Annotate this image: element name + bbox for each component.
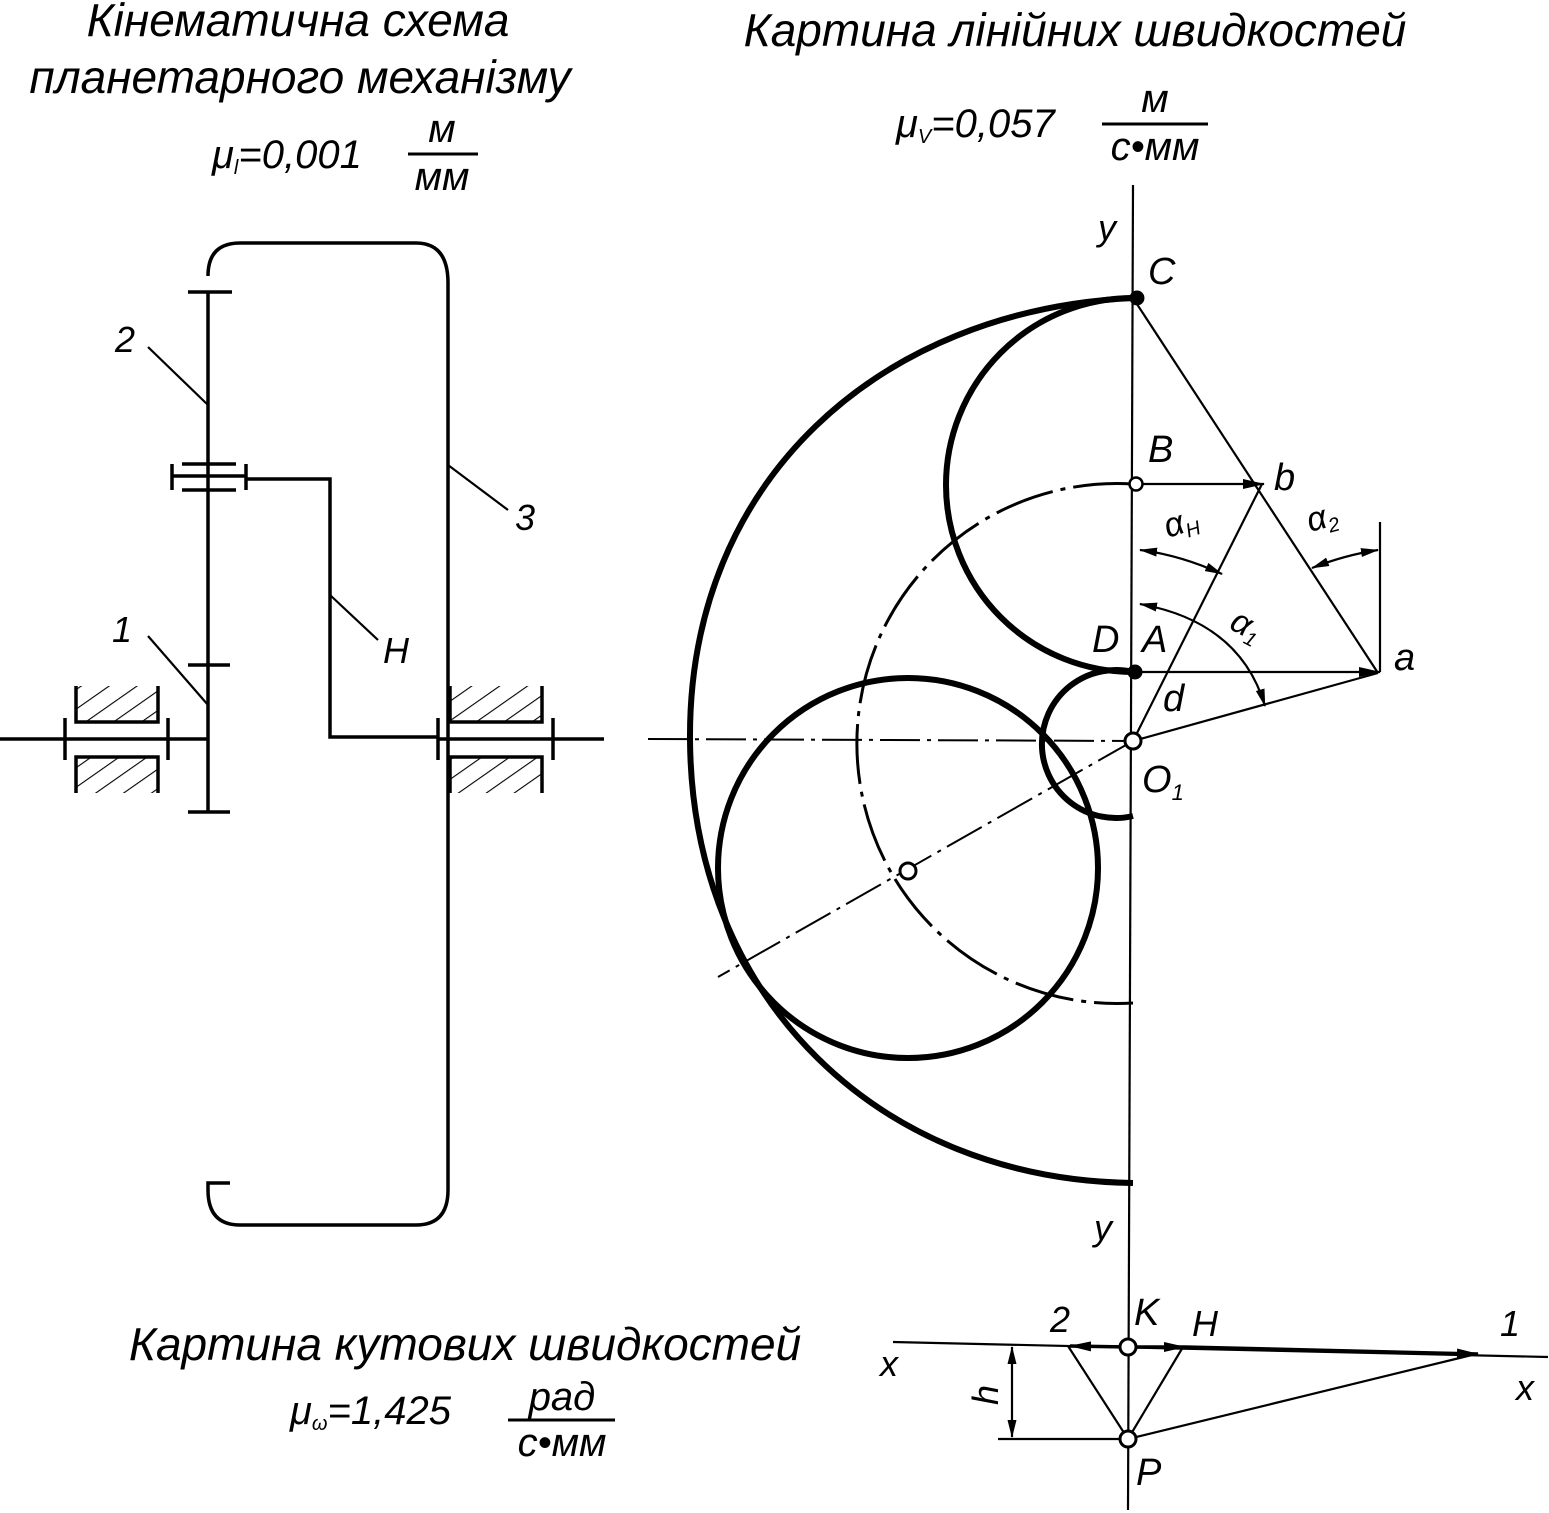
point-K xyxy=(1118,1337,1138,1357)
ring-gear-circle xyxy=(686,295,1134,1186)
kinematic-title-line2: планетарного механізму xyxy=(29,51,573,103)
horizontal-center-line xyxy=(647,738,1134,742)
ring-gear-3 xyxy=(206,241,450,1227)
label-D: D xyxy=(1092,619,1119,661)
leader-2 xyxy=(147,346,209,406)
vector-K-2 xyxy=(1069,1341,1129,1352)
kinematic-title-line1: Кінематична схема xyxy=(87,0,510,46)
length-scale-denominator: мм xyxy=(415,155,470,199)
sun-gear-circle xyxy=(1038,667,1134,821)
label-b: b xyxy=(1274,457,1295,499)
label-A: A xyxy=(1140,619,1167,661)
length-scale: μl=0,001 м мм xyxy=(211,107,478,199)
angular-diagram: x x K P h 2 H 1 xyxy=(878,1292,1549,1494)
leader-H xyxy=(329,594,379,641)
point-O1 xyxy=(1123,731,1143,751)
angular-scale-numerator: рад xyxy=(528,1375,596,1419)
velocity-scale-symbol: μV=0,057 xyxy=(895,102,1056,148)
label-x-right: x xyxy=(1514,1367,1536,1408)
leader-3 xyxy=(447,464,509,511)
velocity-scale-denominator: с•мм xyxy=(1111,125,1200,169)
left-bearing-support xyxy=(74,686,160,793)
label-ray-H: H xyxy=(1192,1303,1219,1344)
angle-alpha-1-arc xyxy=(1139,602,1267,707)
label-link-3: 3 xyxy=(515,497,535,538)
vector-H-1 xyxy=(1184,1345,1479,1359)
ray-P-1 xyxy=(1127,1352,1477,1441)
label-h: h xyxy=(965,1385,1006,1405)
label-y-top: y xyxy=(1095,207,1118,248)
label-ray-1: 1 xyxy=(1500,1303,1520,1344)
label-alpha-1: α1 xyxy=(1223,602,1269,653)
label-alpha-2: α2 xyxy=(1302,495,1342,543)
angular-scale-symbol: μω=1,425 xyxy=(289,1389,452,1435)
kinematic-scheme: 2 1 3 H xyxy=(0,241,604,1227)
label-link-1: 1 xyxy=(112,609,132,650)
label-P: P xyxy=(1136,1452,1162,1494)
label-ray-2: 2 xyxy=(1049,1299,1070,1340)
angular-scale-denominator: с•мм xyxy=(518,1421,607,1465)
point-C xyxy=(1129,290,1145,306)
velocity-diagram: y y C B b D A a d O1 αH α1 α2 xyxy=(647,184,1415,1511)
velocity-title: Картина лінійних швидкостей xyxy=(744,4,1407,56)
length-scale-symbol: μl=0,001 xyxy=(211,133,362,179)
label-y-bottom: y xyxy=(1091,1207,1114,1248)
label-link-2: 2 xyxy=(114,319,135,360)
carrier-H xyxy=(246,477,438,739)
inclined-center-line xyxy=(717,740,1134,978)
label-a: a xyxy=(1394,637,1415,679)
carrier-path-circle xyxy=(855,482,1134,1005)
angular-scale: μω=1,425 рад с•мм xyxy=(289,1375,615,1465)
y-axis xyxy=(1126,184,1135,1511)
velocity-scale: μV=0,057 м с•мм xyxy=(895,77,1208,169)
angular-title: Картина кутових швидкостей xyxy=(129,1318,801,1370)
label-alpha-H: αH xyxy=(1159,499,1204,549)
length-scale-numerator: м xyxy=(428,107,455,151)
point-planet-center xyxy=(898,861,918,881)
label-C: C xyxy=(1148,251,1176,293)
label-d: d xyxy=(1163,678,1186,720)
ray-P-2 xyxy=(1067,1345,1129,1440)
label-O1: O1 xyxy=(1142,759,1184,805)
point-P xyxy=(1118,1429,1138,1449)
angle-alpha-H-arc xyxy=(1139,547,1223,576)
point-D-A xyxy=(1127,664,1143,680)
kinematic-title: Кінематична схема планетарного механізму xyxy=(29,0,573,103)
velocity-scale-numerator: м xyxy=(1141,77,1168,121)
lower-planet-circle xyxy=(715,675,1101,1061)
label-K: K xyxy=(1134,1292,1161,1334)
planet-bearing xyxy=(170,462,248,492)
upper-planet-circle xyxy=(943,295,1134,675)
point-B xyxy=(1128,476,1144,492)
angle-alpha-2-arc xyxy=(1311,548,1379,570)
ray-P-H xyxy=(1127,1346,1184,1440)
label-carrier-H: H xyxy=(383,630,410,671)
label-B: B xyxy=(1148,429,1173,471)
label-x-left: x xyxy=(878,1343,900,1384)
line-O1-a xyxy=(1132,671,1379,743)
leader-1 xyxy=(147,635,209,706)
right-bearing-support xyxy=(448,686,544,793)
